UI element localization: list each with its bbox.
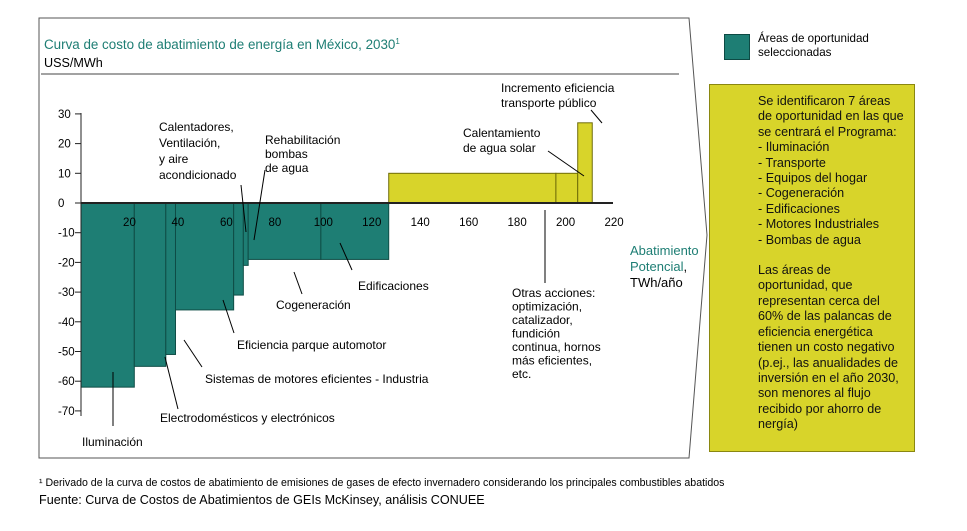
x-axis-title-line3: TWh/año xyxy=(630,275,683,290)
leader-cogeneracion xyxy=(293,271,303,295)
x-tick-label: 160 xyxy=(459,217,478,229)
callout-spacer xyxy=(758,248,904,263)
leader-hvac xyxy=(240,184,247,233)
y-tick-label: 0 xyxy=(58,198,64,210)
y-tick-label: 30 xyxy=(58,109,71,121)
y-tick-label: -60 xyxy=(58,376,75,388)
annotation-motores: Sistemas de motores eficientes - Industr… xyxy=(205,372,429,386)
y-tick-label: -50 xyxy=(58,347,75,359)
leader-eficiencia-auto xyxy=(222,299,235,334)
callout-item: - Edificaciones xyxy=(758,201,840,216)
title-footnote-mark: 1 xyxy=(395,37,400,46)
callout-item: - Bombas de agua xyxy=(758,232,861,247)
callout-box: Se identificaron 7 áreas de oportunidad … xyxy=(709,84,915,452)
y-tick-label: -20 xyxy=(58,257,75,269)
callout-item: - Transporte xyxy=(758,155,826,170)
legend-label-line: seleccionadas xyxy=(758,46,832,59)
annotation-edificaciones: Edificaciones xyxy=(358,279,429,293)
y-tick-label: 10 xyxy=(58,168,71,180)
footnote: ¹ Derivado de la curva de costos de abat… xyxy=(39,477,725,489)
legend-label-line: Áreas de oportunidad xyxy=(758,32,869,45)
bar-8 xyxy=(388,172,557,204)
y-tick-label: 20 xyxy=(58,139,71,151)
x-tick-label: 200 xyxy=(556,217,575,229)
callout-item: - Equipos del hogar xyxy=(758,171,868,186)
source-note: Fuente: Curva de Costos de Abatimientos … xyxy=(39,493,485,507)
y-tick-label: -10 xyxy=(58,228,75,240)
leader-motores xyxy=(183,339,203,368)
annotation-electrodomesticos: Electrodomésticos y electrónicos xyxy=(160,411,335,425)
leader-electrodomesticos xyxy=(164,356,179,410)
callout-list: - Iluminación - Transporte - Equipos del… xyxy=(758,140,904,248)
bar-0 xyxy=(80,202,135,388)
x-axis-title: Abatimiento Potencial, TWh/año xyxy=(630,243,699,290)
callout-item: - Cogeneración xyxy=(758,186,845,201)
annotation-otras: Otras acciones:optimización,catalizador,… xyxy=(512,286,601,381)
bar-6 xyxy=(247,202,322,260)
bar-9 xyxy=(555,172,579,204)
x-tick-label: 120 xyxy=(362,217,381,229)
y-tick-label: -70 xyxy=(58,406,75,418)
leader-edificaciones xyxy=(339,242,353,271)
x-tick-label: 140 xyxy=(411,217,430,229)
y-tick-label: -30 xyxy=(58,287,75,299)
chart-title: Curva de costo de abatimiento de energía… xyxy=(44,37,400,52)
y-ticks-layer: 30 20 10 0 -10 -20 -30 -40 -50 -60 -70 xyxy=(58,109,81,418)
x-ticks-layer: 20 40 60 80 100 120 140 160 180 200 220 xyxy=(123,217,624,229)
leader-pumps xyxy=(253,169,266,241)
legend-swatch xyxy=(724,34,750,60)
callout-item: - Iluminación xyxy=(758,140,830,155)
annotation-leaders xyxy=(112,109,603,426)
legend-label: Áreas de oportunidad seleccionadas xyxy=(758,32,898,60)
callout-conclusion: Las áreas de oportunidad, que representa… xyxy=(758,263,899,432)
annotation-cogeneracion: Cogeneración xyxy=(276,298,351,312)
bar-7 xyxy=(320,202,390,260)
x-axis-title-line2: Potencial, xyxy=(630,259,687,274)
x-tick-label: 60 xyxy=(220,217,233,229)
bar-10 xyxy=(577,122,593,204)
chart-frame xyxy=(38,17,708,459)
x-tick-label: 100 xyxy=(314,217,333,229)
bar-3 xyxy=(174,202,235,311)
x-tick-label: 40 xyxy=(172,217,185,229)
leader-transporte xyxy=(590,109,603,124)
annotation-eficiencia-auto: Eficiencia parque automotor xyxy=(237,338,386,352)
bar-1 xyxy=(133,202,167,367)
callout-intro: Se identificaron 7 áreas de oportunidad … xyxy=(758,94,904,139)
y-tick-label: -40 xyxy=(58,317,75,329)
annotation-iluminacion: Iluminación xyxy=(82,435,143,449)
x-tick-label: 80 xyxy=(268,217,281,229)
bar-4 xyxy=(233,202,244,296)
x-tick-label: 220 xyxy=(604,217,623,229)
bars-layer xyxy=(80,122,593,388)
callout-item: - Motores Industriales xyxy=(758,217,880,232)
leader-solar xyxy=(547,150,585,177)
y-axis-unit: USS/MWh xyxy=(44,56,103,70)
x-axis-title-line1: Abatimiento xyxy=(630,243,699,258)
x-tick-label: 20 xyxy=(123,217,136,229)
x-tick-label: 180 xyxy=(508,217,527,229)
